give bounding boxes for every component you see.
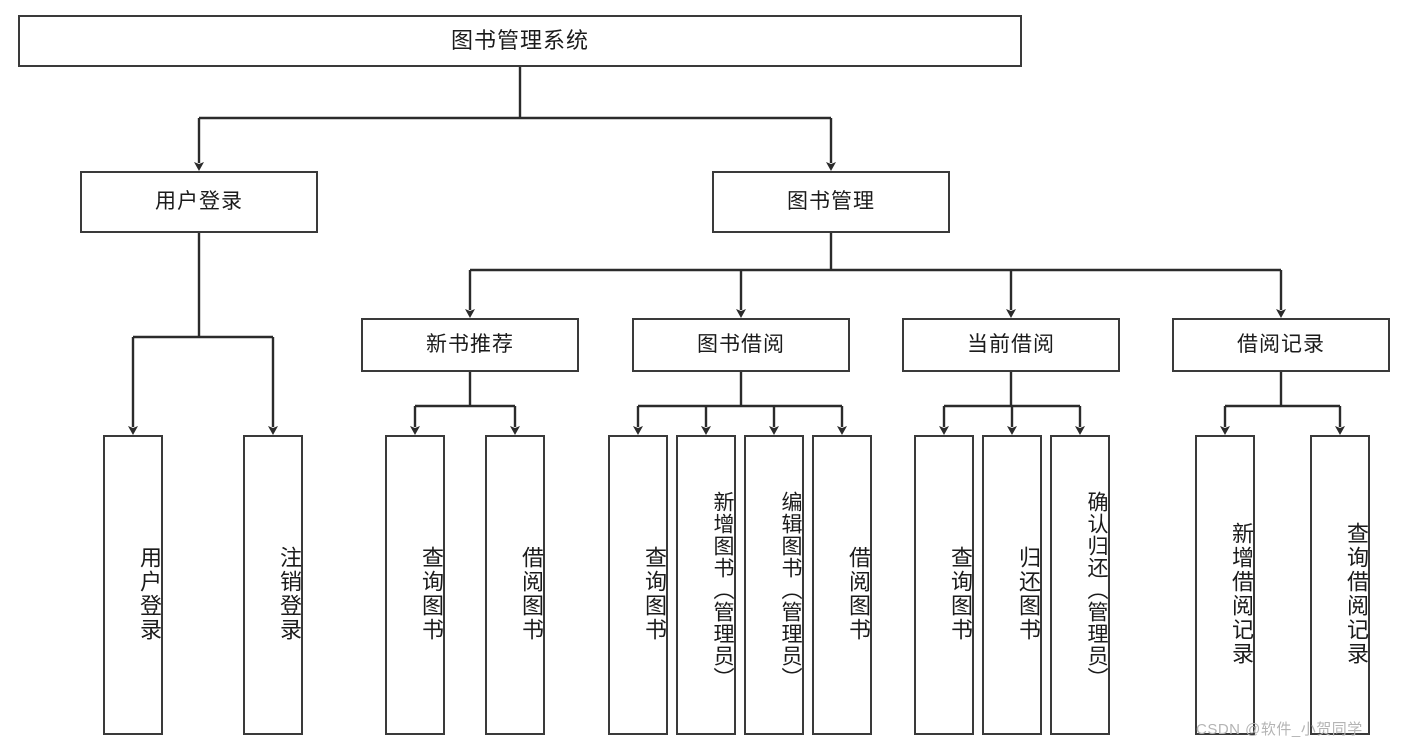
leaf-query-book-current[interactable]: 查询图书 [914,435,974,735]
node-borrow-record[interactable]: 借阅记录 [1172,318,1390,372]
leaf-user-login[interactable]: 用户登录 [103,435,163,735]
leaf-query-book-recommend[interactable]: 查询图书 [385,435,445,735]
leaf-add-book-admin[interactable]: 新增图书（管理员） [676,435,736,735]
leaf-logout[interactable]: 注销登录 [243,435,303,735]
watermark: CSDN @软件_小贺同学 [1196,721,1363,738]
leaf-edit-book-admin[interactable]: 编辑图书（管理员） [744,435,804,735]
leaf-return-book[interactable]: 归还图书 [982,435,1042,735]
node-current-borrow[interactable]: 当前借阅 [902,318,1120,372]
leaf-borrow-book-recommend[interactable]: 借阅图书 [485,435,545,735]
leaf-confirm-return-admin[interactable]: 确认归还（管理员） [1050,435,1110,735]
node-book-manage[interactable]: 图书管理 [712,171,950,233]
node-book-borrow[interactable]: 图书借阅 [632,318,850,372]
leaf-add-borrow-record[interactable]: 新增借阅记录 [1195,435,1255,735]
node-new-book-recommend[interactable]: 新书推荐 [361,318,579,372]
leaf-query-book-borrow[interactable]: 查询图书 [608,435,668,735]
leaf-query-borrow-record[interactable]: 查询借阅记录 [1310,435,1370,735]
node-root[interactable]: 图书管理系统 [18,15,1022,67]
node-user-login[interactable]: 用户登录 [80,171,318,233]
leaf-borrow-book[interactable]: 借阅图书 [812,435,872,735]
